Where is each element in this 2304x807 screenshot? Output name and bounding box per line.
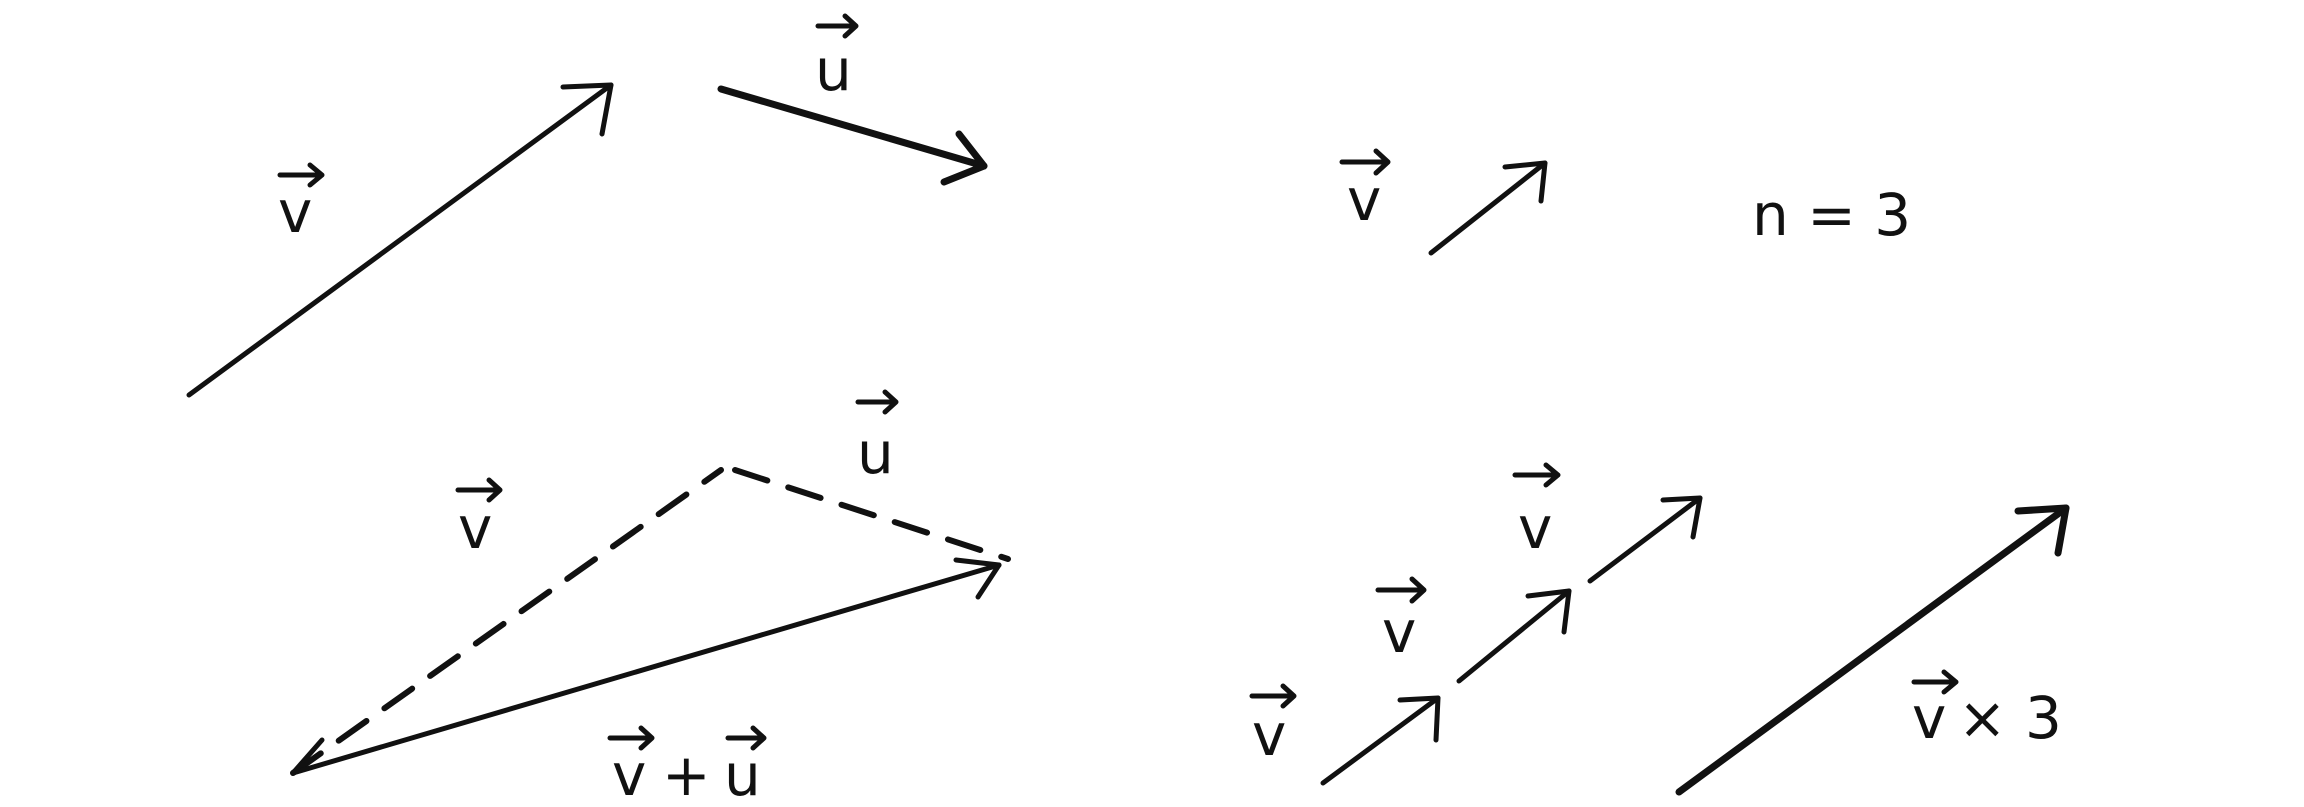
vector-arrow-icon bbox=[815, 13, 859, 39]
vector-arrow-icon bbox=[1512, 462, 1561, 488]
label-sum-u: u bbox=[724, 741, 761, 807]
label-v-text: v bbox=[278, 178, 312, 246]
label-v-times-3: v × 3 bbox=[1911, 669, 2062, 752]
label-u-addition: u bbox=[855, 389, 899, 487]
label-result-times: × 3 bbox=[1958, 684, 2062, 752]
scalar-n-label: n = 3 bbox=[1752, 181, 1911, 249]
vector-v-arrow bbox=[186, 82, 614, 398]
vector-u-arrow bbox=[717, 85, 988, 186]
label-v-copy-1: v bbox=[1249, 683, 1297, 769]
vector-arrow-icon bbox=[455, 477, 503, 503]
vector-v-times-3-arrow bbox=[1675, 504, 2070, 796]
label-v-addition: v bbox=[455, 477, 503, 562]
vector-sum-arrow bbox=[290, 557, 1002, 776]
label-u-text: u bbox=[857, 419, 894, 487]
label-v-text: v bbox=[458, 494, 492, 562]
label-sum-v: v bbox=[612, 741, 646, 807]
vector-v-small-arrow bbox=[1428, 160, 1548, 256]
vector-v-copy-1 bbox=[1320, 695, 1441, 786]
label-v: v bbox=[277, 162, 325, 246]
label-result-v: v bbox=[1912, 684, 1946, 752]
label-v-text: v bbox=[1252, 701, 1286, 769]
label-v-copy-3: v bbox=[1512, 462, 1561, 562]
label-sum-plus: + bbox=[662, 741, 711, 807]
label-u-text: u bbox=[815, 36, 852, 104]
vector-arrow-icon bbox=[1249, 683, 1297, 709]
label-sum: v + u bbox=[607, 725, 767, 807]
vector-v-copy-2 bbox=[1456, 588, 1572, 684]
label-v-copy-2: v bbox=[1375, 576, 1427, 666]
label-v-text: v bbox=[1347, 166, 1381, 234]
vector-v-dashed bbox=[290, 467, 724, 776]
vector-arrow-icon bbox=[277, 162, 325, 188]
label-v-small: v bbox=[1339, 148, 1391, 234]
vector-v-copy-3 bbox=[1587, 495, 1703, 584]
vector-arrow-icon bbox=[607, 725, 655, 751]
label-v-text: v bbox=[1518, 494, 1552, 562]
vector-arrow-icon bbox=[1375, 576, 1427, 604]
label-v-text: v bbox=[1382, 598, 1416, 666]
vector-u-dashed bbox=[732, 467, 1011, 562]
vector-arrow-icon bbox=[855, 389, 899, 415]
vector-arrow-icon bbox=[725, 725, 767, 751]
vector-arrow-icon bbox=[1339, 148, 1391, 176]
label-u: u bbox=[815, 13, 859, 104]
vector-arrow-icon bbox=[1911, 669, 1959, 695]
